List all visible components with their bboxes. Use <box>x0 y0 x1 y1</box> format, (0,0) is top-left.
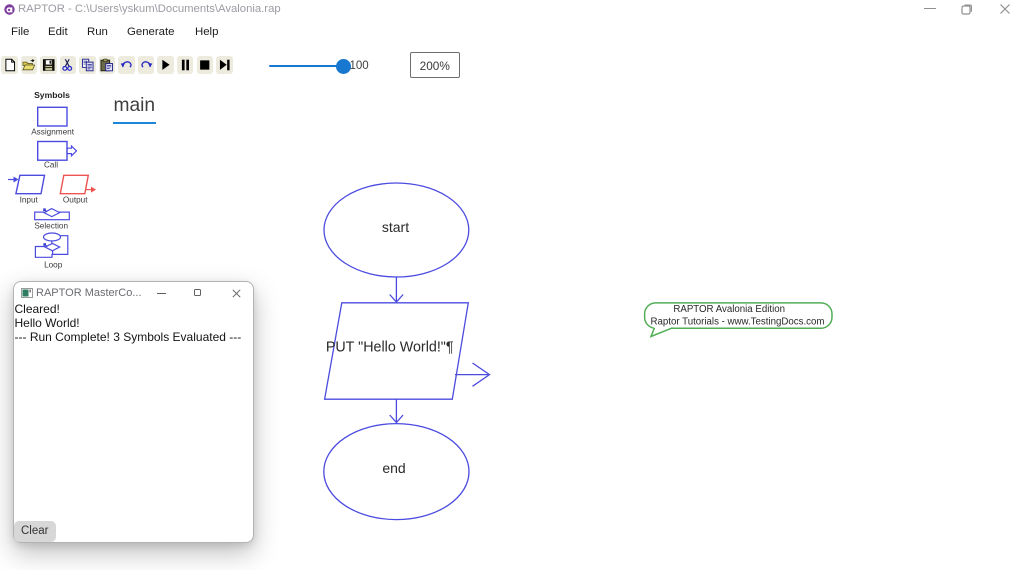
svg-text:PUT "Hello World!"¶: PUT "Hello World!"¶ <box>326 340 454 356</box>
svg-text:Loop: Loop <box>44 261 63 270</box>
svg-text:end: end <box>382 460 405 476</box>
svg-text:RAPTOR Avalonia Edition: RAPTOR Avalonia Edition <box>673 304 785 315</box>
svg-text:Output: Output <box>63 196 88 205</box>
svg-text:Raptor Tutorials - www.Testing: Raptor Tutorials - www.TestingDocs.com <box>651 317 825 328</box>
svg-text:Symbols: Symbols <box>34 90 70 100</box>
svg-text:Call: Call <box>44 161 58 170</box>
svg-text:start: start <box>382 219 409 235</box>
svg-text:Input: Input <box>20 196 39 205</box>
svg-text:Assignment: Assignment <box>31 128 75 137</box>
svg-text:Selection: Selection <box>34 221 68 230</box>
